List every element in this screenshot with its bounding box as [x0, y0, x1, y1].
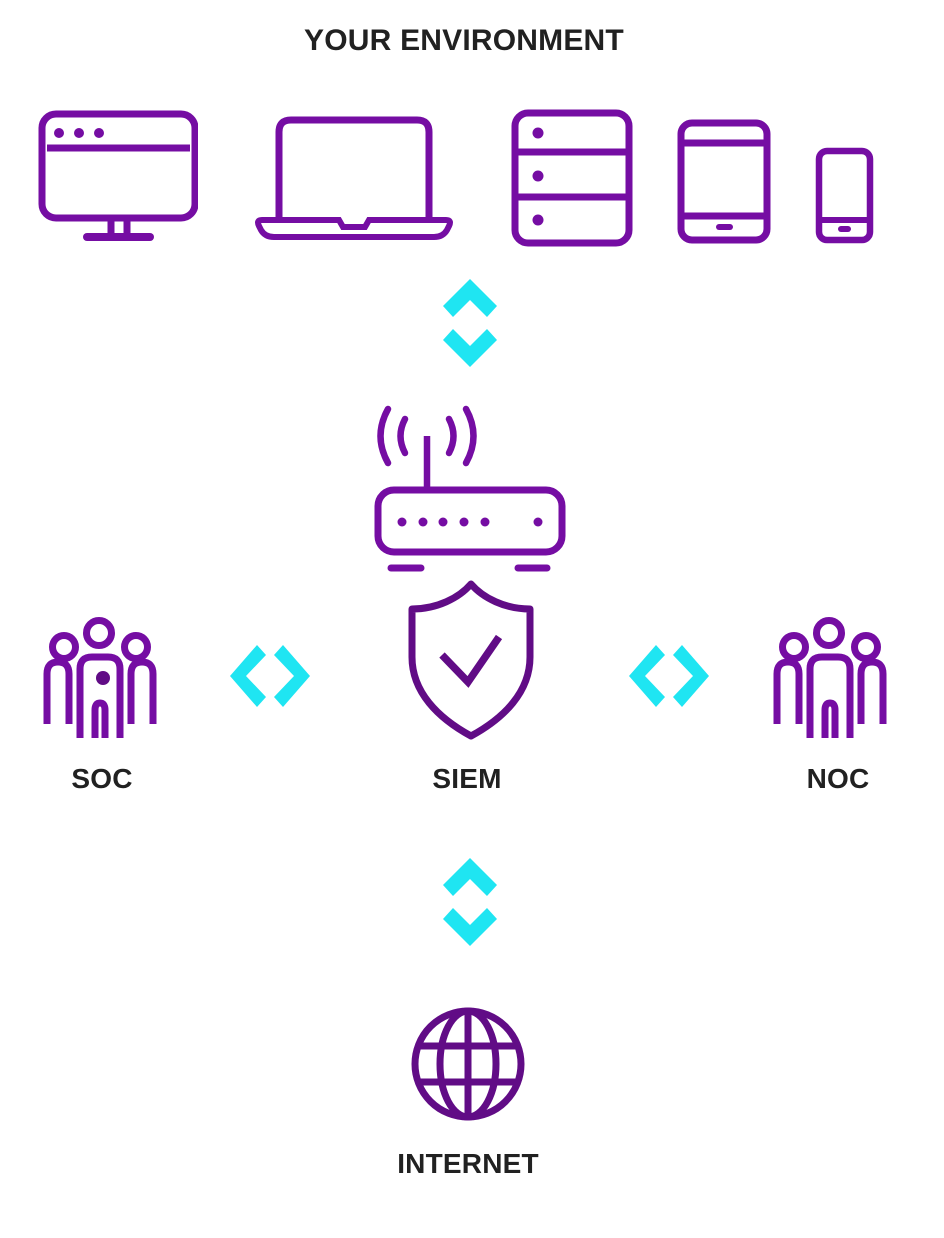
- up-down-arrows-icon: [438, 273, 502, 369]
- people-group-icon: [772, 612, 894, 744]
- router-wifi-icon: [372, 400, 572, 575]
- shield-check-icon: [405, 578, 537, 742]
- left-right-arrows-icon: [227, 641, 313, 711]
- globe-icon: [406, 1002, 530, 1126]
- tablet-icon: [676, 119, 772, 245]
- desktop-monitor-icon: [38, 110, 198, 245]
- server-icon: [510, 108, 635, 248]
- siem-label: SIEM: [432, 763, 502, 794]
- up-down-arrows-icon: [438, 852, 502, 948]
- people-group-badge-icon: [42, 612, 164, 744]
- environment-title: YOUR ENVIRONMENT: [304, 24, 624, 57]
- soc-label: SOC: [71, 763, 133, 794]
- internet-label: INTERNET: [397, 1148, 539, 1179]
- noc-label: NOC: [806, 763, 870, 794]
- smartphone-icon: [815, 147, 875, 244]
- laptop-icon: [253, 112, 453, 244]
- left-right-arrows-icon: [626, 641, 712, 711]
